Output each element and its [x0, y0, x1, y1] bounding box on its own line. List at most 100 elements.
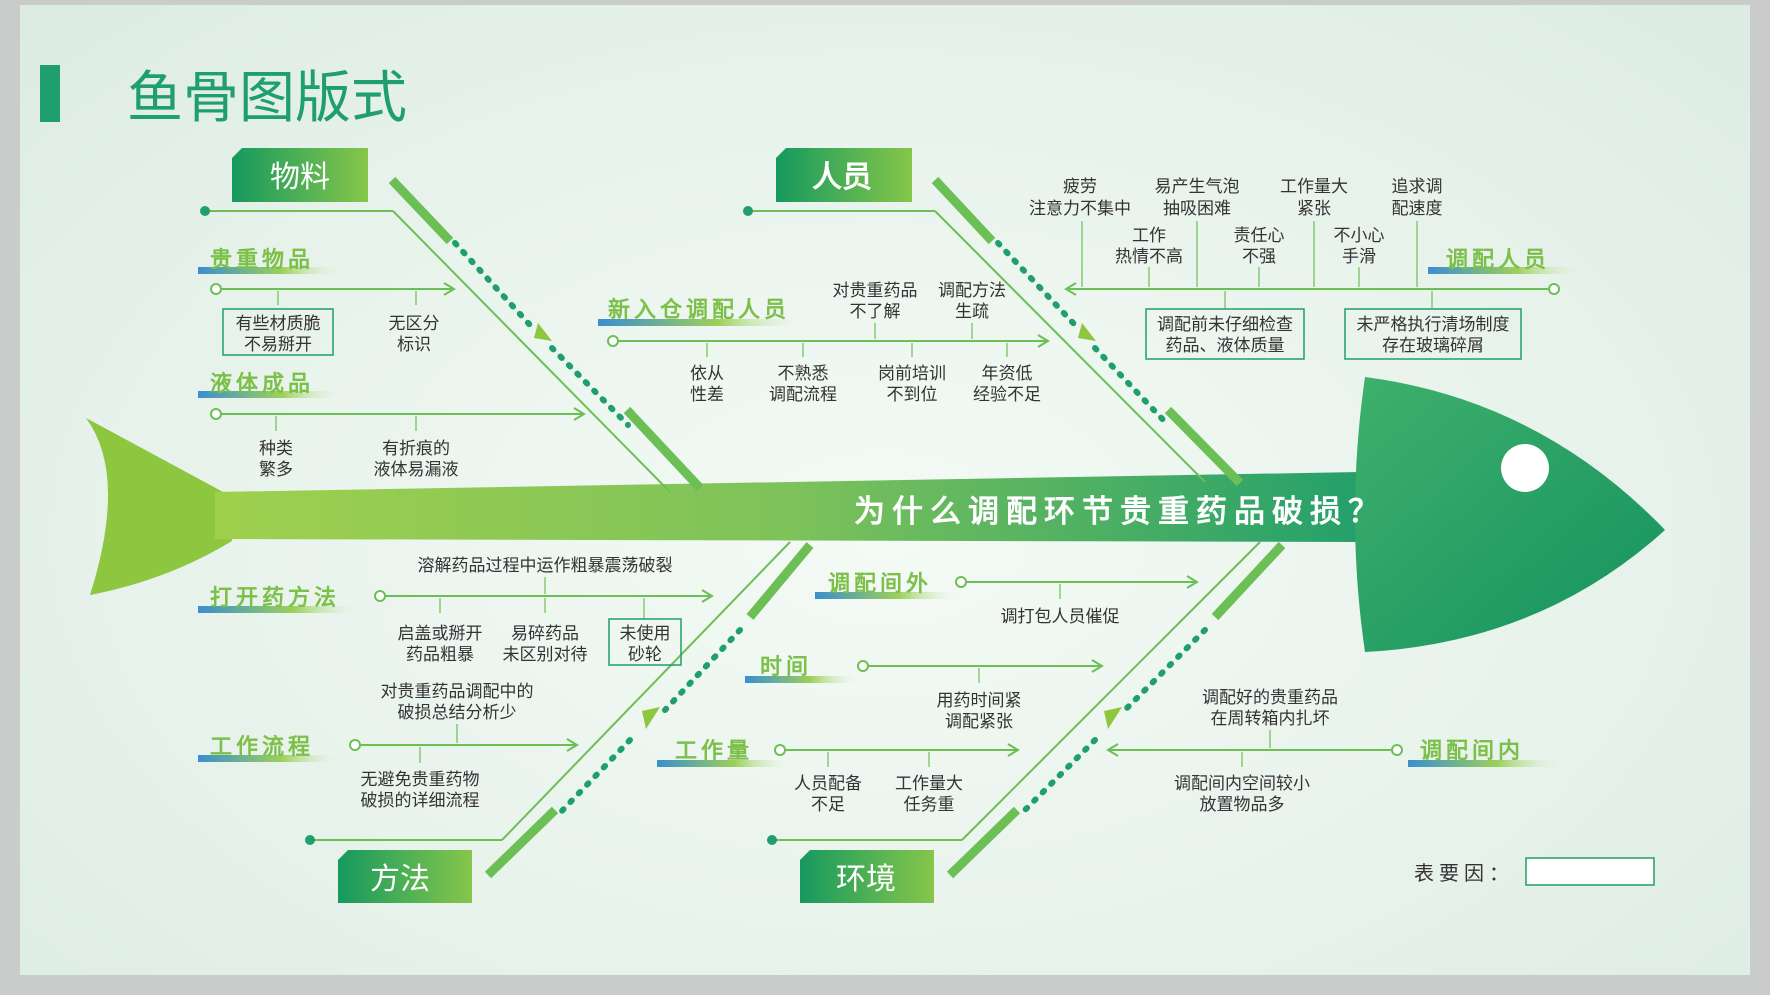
cause-text: 液体易漏液	[374, 460, 459, 480]
cause-text: 调配方法	[938, 281, 1006, 301]
sub-liquid-products: 液体成品	[210, 371, 314, 397]
cause-text: 抽吸困难	[1163, 199, 1231, 219]
cause-text: 破损的详细流程	[361, 791, 480, 811]
fishbone-diagram: 鱼骨图版式 为什么调配环节贵重药品破损？ 物料	[40, 65, 1665, 903]
cause-text: 在周转箱内扎坏	[1211, 709, 1330, 729]
category-people-label: 人员	[812, 160, 872, 195]
cause-box-fragile	[222, 308, 334, 356]
svg-text:易产生气泡抽吸困难: 易产生气泡抽吸困难	[1155, 177, 1240, 219]
cause-text: 用药时间紧	[937, 691, 1022, 711]
cause-text: 药品粗暴	[406, 645, 474, 665]
cause-text: 易碎药品	[511, 624, 579, 644]
svg-text:调配间内空间较小放置物品多: 调配间内空间较小放置物品多	[1174, 774, 1310, 815]
svg-text:无避免贵重药物破损的详细流程: 无避免贵重药物破损的详细流程	[361, 770, 480, 811]
sub-new-staff: 新入仓调配人员	[608, 297, 790, 323]
cause-text: 不强	[1242, 247, 1276, 267]
svg-text:工作量大紧张: 工作量大紧张	[1280, 177, 1348, 219]
cause-text: 配速度	[1392, 199, 1443, 219]
cause-text: 不到位	[887, 385, 938, 405]
cause-text: 调配好的贵重药品	[1202, 688, 1338, 708]
svg-text:调配好的贵重药品在周转箱内扎坏: 调配好的贵重药品在周转箱内扎坏	[1202, 688, 1338, 729]
svg-text:不熟悉调配流程: 不熟悉调配流程	[769, 363, 837, 405]
svg-text:对贵重药品调配中的破损总结分析少: 对贵重药品调配中的破损总结分析少	[381, 682, 534, 723]
sub-dispensing-staff: 调配人员	[1446, 248, 1550, 273]
sub-time: 时间	[760, 655, 812, 680]
svg-text:有折痕的液体易漏液: 有折痕的液体易漏液	[374, 439, 459, 480]
legend-key-box	[1525, 857, 1655, 886]
category-environment: 环境	[800, 850, 934, 903]
sub-workload: 工作量	[675, 739, 753, 764]
cause-text: 未区别对待	[503, 645, 588, 665]
cause-text: 经验不足	[973, 385, 1041, 405]
svg-text:工作量大任务重: 工作量大任务重	[895, 774, 963, 815]
cause-text: 未严格执行清场制度	[1357, 315, 1510, 335]
svg-text:疲劳注意力不集中: 疲劳注意力不集中	[1029, 177, 1131, 219]
cause-text: 调配流程	[769, 385, 837, 405]
cause-text: 对贵重药品调配中的	[381, 682, 534, 702]
legend-label: 表要因：	[1414, 861, 1514, 885]
svg-text:人员配备不足: 人员配备不足	[794, 774, 862, 815]
category-environment-label: 环境	[836, 862, 896, 897]
svg-text:用药时间紧调配紧张: 用药时间紧调配紧张	[937, 691, 1022, 732]
cause-text: 注意力不集中	[1029, 199, 1131, 219]
svg-text:易碎药品未区别对待: 易碎药品未区别对待	[503, 624, 588, 665]
cause-text: 有些材质脆	[236, 314, 321, 334]
svg-text:依从性差: 依从性差	[690, 364, 724, 405]
cause-text: 热情不高	[1115, 247, 1183, 267]
svg-text:追求调配速度: 追求调配速度	[1392, 177, 1443, 219]
cause-text: 对贵重药品	[833, 281, 918, 301]
cause-text: 工作量大	[1280, 177, 1348, 197]
cause-text: 溶解药品过程中运作粗暴震荡破裂	[418, 556, 673, 576]
fish-eye	[1501, 444, 1549, 492]
svg-text:岗前培训不到位: 岗前培训不到位	[878, 364, 946, 405]
svg-text:工作热情不高: 工作热情不高	[1115, 226, 1183, 267]
sub-opening-method: 打开药方法	[210, 585, 340, 611]
svg-text:对贵重药品不了解: 对贵重药品不了解	[833, 281, 918, 322]
sub-work-process: 工作流程	[210, 734, 314, 760]
cause-text: 年资低	[982, 364, 1033, 384]
cause-text: 人员配备	[794, 774, 862, 794]
title-accent-bar	[40, 65, 60, 122]
cause-box-precheck	[1145, 308, 1305, 360]
sub-outside-room: 调配间外	[828, 571, 932, 597]
cause-text: 不了解	[850, 302, 901, 322]
cause-text: 放置物品多	[1200, 795, 1285, 815]
cause-text: 不足	[811, 795, 845, 815]
cause-text: 调打包人员催促	[1001, 607, 1120, 627]
fish-spine	[215, 472, 1360, 542]
fish-head	[1355, 377, 1665, 652]
cause-text: 繁多	[259, 460, 293, 480]
cause-text: 存在玻璃碎屑	[1382, 336, 1484, 356]
cause-text: 责任心	[1234, 226, 1285, 246]
cause-text: 疲劳	[1063, 177, 1097, 197]
cause-text: 药品、液体质量	[1166, 336, 1285, 356]
cause-text: 手滑	[1342, 247, 1376, 267]
svg-text:无区分标识: 无区分标识	[389, 314, 440, 355]
svg-text:年资低经验不足: 年资低经验不足	[973, 364, 1041, 405]
cause-text: 工作	[1132, 226, 1166, 246]
cause-text: 追求调	[1392, 177, 1443, 197]
category-method: 方法	[338, 850, 472, 903]
cause-text: 种类	[259, 439, 293, 459]
page-title: 鱼骨图版式	[127, 66, 407, 131]
cause-text: 生疏	[955, 302, 989, 322]
svg-text:责任心不强: 责任心不强	[1234, 226, 1285, 267]
cause-text: 岗前培训	[878, 364, 946, 384]
category-material: 物料	[232, 148, 368, 202]
cause-text: 不易掰开	[244, 335, 312, 355]
svg-text:调配前未仔细检查药品、液体质量: 调配前未仔细检查药品、液体质量	[1157, 315, 1293, 356]
cause-box-clearance	[1344, 308, 1522, 360]
cause-text: 不小心	[1334, 226, 1385, 246]
svg-text:种类繁多: 种类繁多	[259, 439, 293, 480]
svg-text:不小心手滑: 不小心手滑	[1334, 226, 1385, 267]
cause-text: 性差	[690, 385, 724, 405]
cause-text: 砂轮	[628, 645, 662, 665]
cause-text: 启盖或掰开	[398, 624, 483, 644]
slide: 鱼骨图版式 为什么调配环节贵重药品破损？ 物料	[20, 5, 1750, 975]
problem-statement: 为什么调配环节贵重药品破损？	[854, 494, 1386, 530]
cause-text: 工作量大	[895, 774, 963, 794]
cause-text: 调配紧张	[945, 712, 1013, 732]
sub-precious-items: 贵重物品	[210, 247, 314, 273]
cause-text: 易产生气泡	[1155, 177, 1240, 197]
cause-text: 调配前未仔细检查	[1157, 315, 1293, 335]
